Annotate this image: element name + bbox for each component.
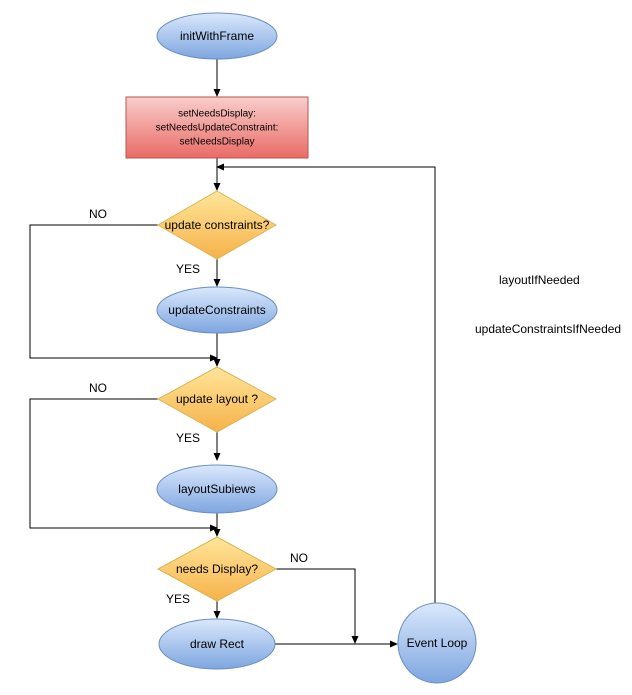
edge-label-yes-2: YES xyxy=(176,431,200,445)
init-with-frame-label: initWithFrame xyxy=(180,29,254,43)
update-layout-decision-label: update layout ? xyxy=(176,392,258,406)
draw-rect-label: draw Rect xyxy=(190,637,245,651)
edge-ndq-no-to-join xyxy=(275,568,359,644)
edge-label-yes-3: YES xyxy=(166,592,190,606)
edge-eventloop-loop-back xyxy=(216,163,436,605)
edge-label-yes-1: YES xyxy=(176,262,200,276)
node-update-layout-decision: update layout ? xyxy=(156,366,278,433)
edge-label-no-1: NO xyxy=(89,207,107,221)
edge-label-no-3: NO xyxy=(290,551,308,565)
note-layout-if-needed: layoutIfNeeded xyxy=(499,273,580,287)
edge-label-no-2: NO xyxy=(89,381,107,395)
node-update-constraints-decision: update constraints? xyxy=(156,190,278,260)
edge-ucq-no-bypass xyxy=(29,224,218,362)
note-update-constraints-if-needed: updateConstraintsIfNeeded xyxy=(475,322,621,336)
edge-ulq-no-bypass xyxy=(29,398,218,532)
set-needs-line-2: setNeedsUpdateConstraint: xyxy=(156,123,279,134)
node-init-with-frame: initWithFrame xyxy=(156,12,278,60)
update-constraints-decision-label: update constraints? xyxy=(165,218,270,232)
edges xyxy=(29,59,436,648)
node-needs-display-decision: needs Display? xyxy=(156,536,278,602)
node-draw-rect: draw Rect xyxy=(158,618,276,670)
set-needs-line-1: setNeedsDisplay: xyxy=(178,109,256,120)
node-layout-subviews: layoutSubiews xyxy=(156,464,278,514)
set-needs-line-3: setNeedsDisplay xyxy=(179,137,254,148)
node-set-needs: setNeedsDisplay: setNeedsUpdateConstrain… xyxy=(125,96,309,159)
node-event-loop: Event Loop xyxy=(397,602,477,684)
event-loop-label: Event Loop xyxy=(407,636,468,650)
needs-display-decision-label: needs Display? xyxy=(176,562,258,576)
update-constraints-label: updateConstraints xyxy=(168,303,265,317)
node-update-constraints: updateConstraints xyxy=(156,286,278,334)
layout-subviews-label: layoutSubiews xyxy=(178,482,255,496)
